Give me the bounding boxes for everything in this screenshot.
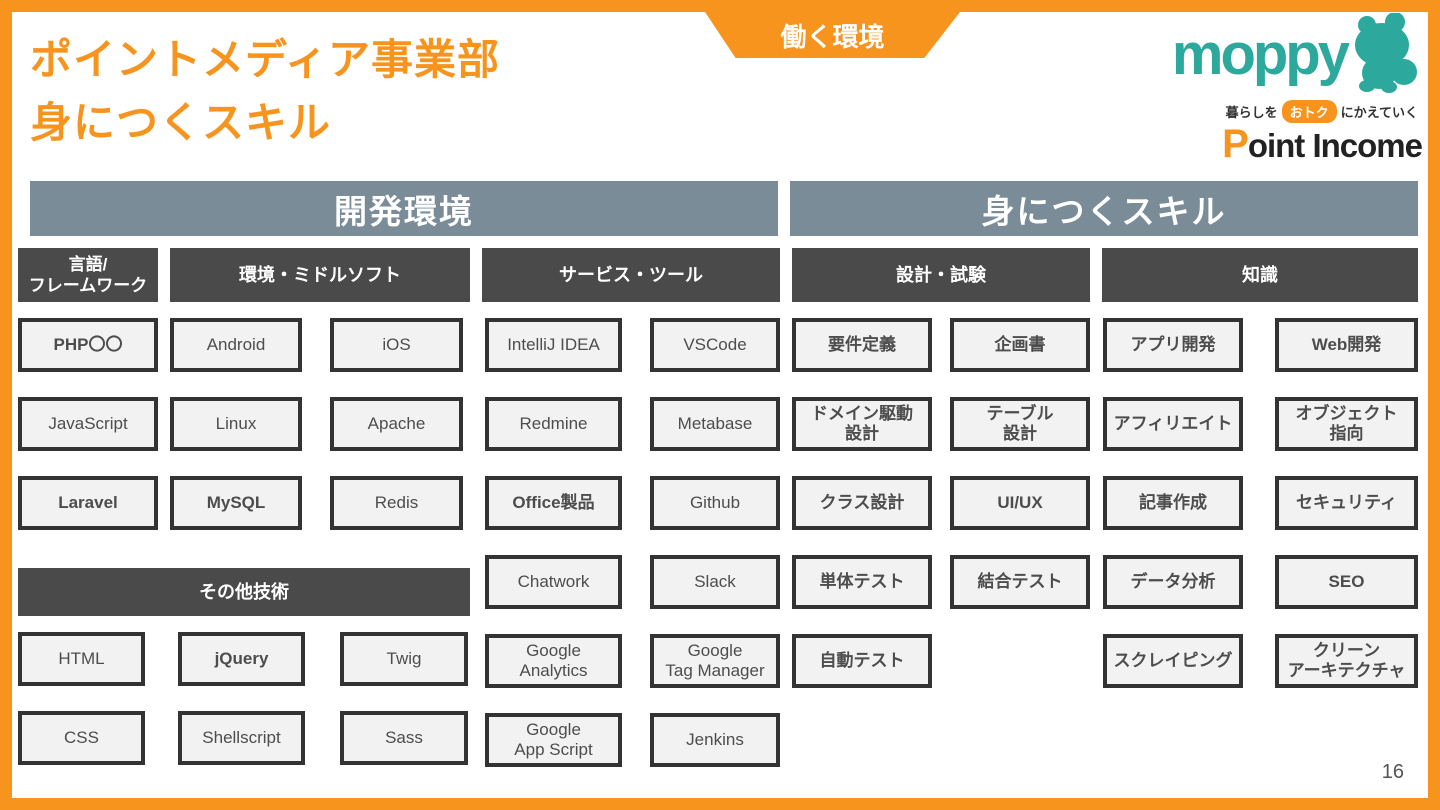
skill-box: ドメイン駆動 設計	[792, 397, 932, 451]
skill-box: CSS	[18, 711, 145, 765]
column-desB: 企画書テーブル 設計 UI/UX 結合テスト	[950, 318, 1090, 609]
skill-box: テーブル 設計	[950, 397, 1090, 451]
page-title-line1: ポイントメディア事業部	[30, 36, 501, 83]
skill-box: 自動テスト	[792, 634, 932, 688]
point-income-logo: 暮らしを おトク にかえていく Point Income	[1150, 100, 1423, 166]
skill-box: Sass	[340, 711, 468, 765]
point-income-tagline: 暮らしを おトク にかえていく	[1226, 100, 1418, 123]
skill-box: Linux	[170, 397, 302, 451]
skill-box: クラス設計	[792, 476, 932, 530]
subheader-other-technologies: その他技術	[18, 568, 470, 616]
skill-box: Redis	[330, 476, 463, 530]
skill-box: Android	[170, 318, 302, 372]
subheader-environment-middleware: 環境・ミドルソフト	[170, 248, 470, 302]
moppy-logo: moppy	[1138, 11, 1423, 94]
skill-box: Shellscript	[178, 711, 305, 765]
skill-box: UI/UX	[950, 476, 1090, 530]
skill-box: 記事作成	[1103, 476, 1243, 530]
ribbon-label: 働く環境	[780, 21, 885, 52]
page-title: ポイントメディア事業部 身につくスキル	[30, 28, 500, 154]
skill-box: SEO	[1275, 555, 1418, 609]
skill-box: 結合テスト	[950, 555, 1090, 609]
point-income-initial: P	[1222, 122, 1249, 166]
skill-box: オブジェクト 指向	[1275, 397, 1418, 451]
skill-box: VSCode	[650, 318, 780, 372]
skill-box: PHP〇〇	[18, 318, 158, 372]
tagline-prefix: 暮らしを	[1225, 105, 1278, 120]
column-knoA: アプリ開発アフィリエイト記事作成データ分析スクレイピング	[1103, 318, 1243, 688]
ribbon-working-environment: 働く環境	[705, 12, 960, 58]
skill-box: Jenkins	[650, 713, 780, 767]
moppy-mascot-icon	[1349, 11, 1423, 98]
subheader-language-framework: 言語/ フレームワーク	[18, 248, 158, 302]
skill-box: Office製品	[485, 476, 622, 530]
skill-box: Web開発	[1275, 318, 1418, 372]
column-knoB: Web開発オブジェクト 指向セキュリティ SEO クリーン アーキテクチャ	[1275, 318, 1418, 688]
skill-box: Apache	[330, 397, 463, 451]
skill-box: Slack	[650, 555, 780, 609]
skill-box: jQuery	[178, 632, 305, 686]
page-title-line2: 身につくスキル	[30, 99, 332, 146]
skill-box: データ分析	[1103, 555, 1243, 609]
skill-box: Google App Script	[485, 713, 622, 767]
skill-box: iOS	[330, 318, 463, 372]
skill-box: JavaScript	[18, 397, 158, 451]
skill-box: IntelliJ IDEA	[485, 318, 622, 372]
page-number: 16	[1381, 761, 1404, 783]
section-header-dev-label: 開発環境	[334, 192, 474, 230]
skill-box: 要件定義	[792, 318, 932, 372]
section-header-skills: 身につくスキル	[790, 181, 1418, 236]
subheader-knowledge: 知識	[1102, 248, 1418, 302]
skill-box: Google Analytics	[485, 634, 622, 688]
skill-box: Google Tag Manager	[650, 634, 780, 688]
skill-box: Chatwork	[485, 555, 622, 609]
skill-box: 単体テスト	[792, 555, 932, 609]
skill-box: アプリ開発	[1103, 318, 1243, 372]
column-othA: HTML CSS	[18, 632, 145, 765]
column-desA: 要件定義ドメイン駆動 設計クラス設計単体テスト自動テスト	[792, 318, 932, 688]
tagline-suffix: にかえていく	[1340, 105, 1418, 120]
point-income-rest: oint Income	[1247, 127, 1423, 164]
skill-box: MySQL	[170, 476, 302, 530]
skill-box: Laravel	[18, 476, 158, 530]
point-income-wordmark: Point Income	[1222, 122, 1423, 166]
section-header-skills-label: 身につくスキル	[981, 192, 1227, 230]
skill-box: HTML	[18, 632, 145, 686]
skill-box: Metabase	[650, 397, 780, 451]
skill-box: Redmine	[485, 397, 622, 451]
section-header-dev-environment: 開発環境	[30, 181, 778, 236]
subheader-services-tools: サービス・ツール	[482, 248, 780, 302]
moppy-logo-text: moppy	[1171, 22, 1350, 87]
skill-box: Twig	[340, 632, 468, 686]
skill-box: クリーン アーキテクチャ	[1275, 634, 1418, 688]
skill-box: Github	[650, 476, 780, 530]
skill-box: スクレイピング	[1103, 634, 1243, 688]
skill-box: アフィリエイト	[1103, 397, 1243, 451]
tagline-otoku-badge: おトク	[1281, 100, 1337, 123]
skill-box: セキュリティ	[1275, 476, 1418, 530]
subheader-design-testing: 設計・試験	[792, 248, 1090, 302]
skill-box: 企画書	[950, 318, 1090, 372]
